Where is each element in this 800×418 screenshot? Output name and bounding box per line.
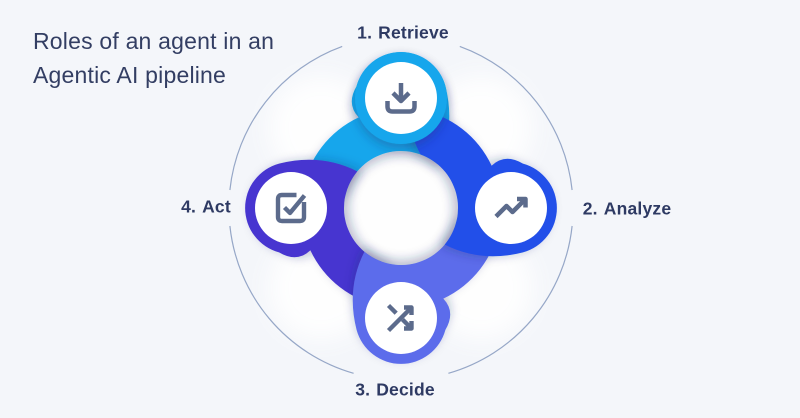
ring-arc-top-left [229,45,343,191]
shuffle-icon [386,303,414,333]
step-label-act: 4. Act [181,197,231,218]
ring-arc-bottom-left [229,225,354,374]
shuffle-line-broken-a [386,303,398,315]
step-number-analyze: 2. [582,198,598,219]
ring-arc-top-right [459,45,573,191]
check-square-box [275,192,307,224]
trend-arrowhead [517,196,528,208]
step-name-act: Act [202,196,231,217]
step-number-retrieve: 1. [357,22,373,43]
step-name-decide: Decide [376,379,435,400]
page-title: Roles of an agent in an Agentic AI pipel… [33,24,274,92]
ring-arc-bottom-right [448,225,573,374]
step-number-act: 4. [181,196,197,217]
step-label-analyze: 2. Analyze [583,199,672,220]
check-square-icon [275,192,307,224]
step-number-decide: 3. [355,379,371,400]
check-mark [282,194,307,216]
trend-line [494,197,528,219]
shuffle-line-solid [386,305,414,333]
step-label-decide: 3. Decide [355,380,435,401]
download-icon [385,83,417,114]
download-arrow-chevron [391,91,411,104]
step-name-retrieve: Retrieve [378,22,449,43]
shuffle-arrowhead-down [404,321,414,331]
page-title-line1: Roles of an agent in an [33,28,275,54]
step-label-retrieve: 1. Retrieve [357,23,449,44]
icon-disc-act [255,172,327,244]
shuffle-arrowhead-up [404,305,414,315]
page-title-line2: Agentic AI pipeline [33,62,227,88]
step-name-analyze: Analyze [603,198,672,219]
trending-up-icon [494,196,528,219]
download-tray [385,101,417,114]
outer-ring [229,45,573,374]
